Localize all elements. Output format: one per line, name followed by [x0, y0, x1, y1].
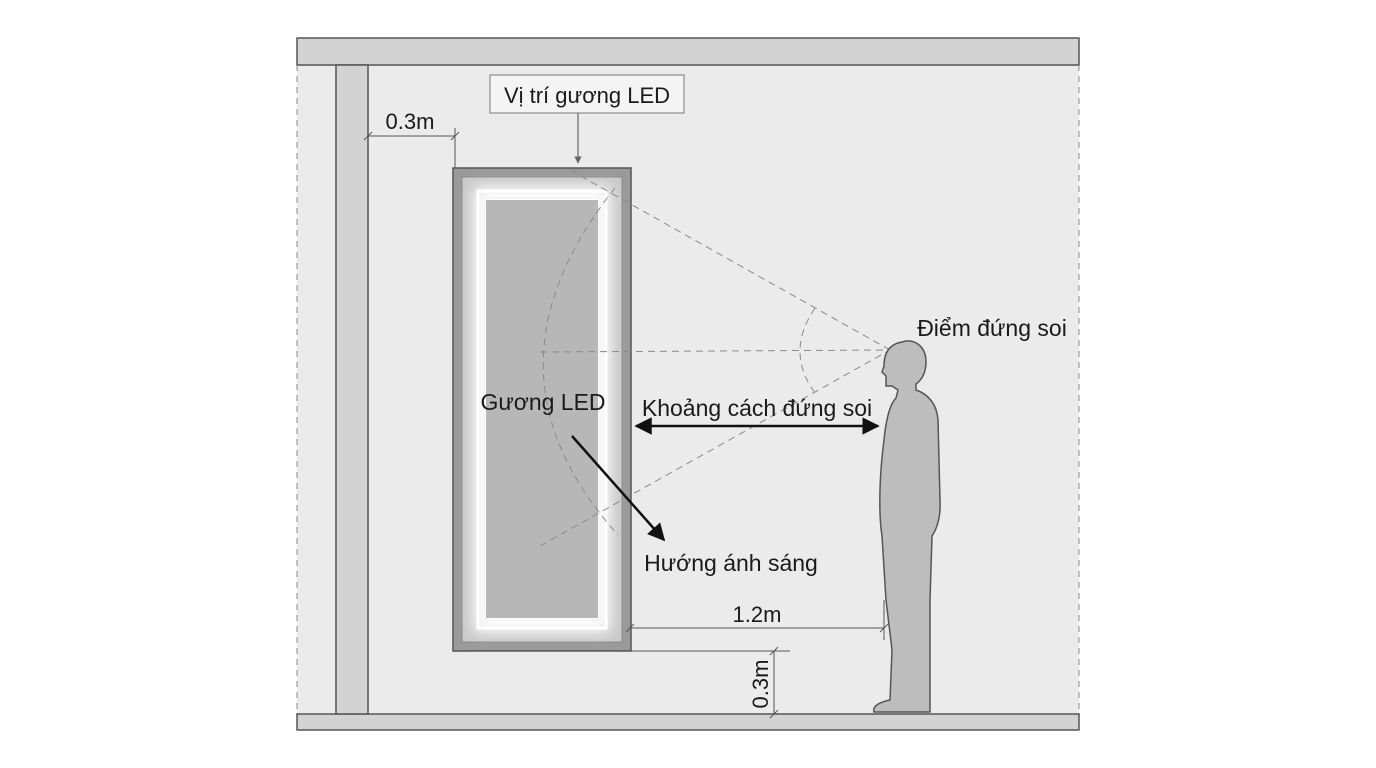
floor-slab [296, 713, 1080, 731]
room-background [297, 40, 1079, 728]
mirror-position-label-box [489, 74, 685, 114]
bottom-gap-tick-top [769, 646, 779, 656]
sight-line-middle [539, 349, 891, 353]
sight-line-top [569, 169, 891, 351]
mirror-position-label: Vị trí gương LED [504, 83, 670, 108]
mirror-glass-edge [483, 197, 601, 621]
side-gap-label: 0.3m [386, 109, 435, 134]
side-gap-tick-left [363, 131, 373, 141]
sight-line-bottom [539, 349, 891, 547]
bottom-gap-label: 0.3m [748, 660, 773, 709]
light-direction-arrow [571, 435, 666, 542]
ceiling-slab [296, 37, 1080, 66]
viewing-arc-large [542, 187, 619, 536]
person-silhouette [872, 340, 941, 713]
distance-value-label: 1.2m [733, 602, 782, 627]
mirror-label: Gương LED [480, 389, 605, 415]
mirror-glass [486, 200, 598, 618]
standing-point-label: Điểm đứng soi [917, 315, 1067, 341]
bottom-gap-tick-bottom [769, 709, 779, 719]
light-direction-label: Hướng ánh sáng [644, 550, 818, 576]
side-wall [335, 64, 369, 715]
viewing-distance-label: Khoảng cách đứng soi [642, 395, 872, 421]
distance-tick-left [625, 623, 635, 633]
led-strip-line [476, 189, 608, 630]
